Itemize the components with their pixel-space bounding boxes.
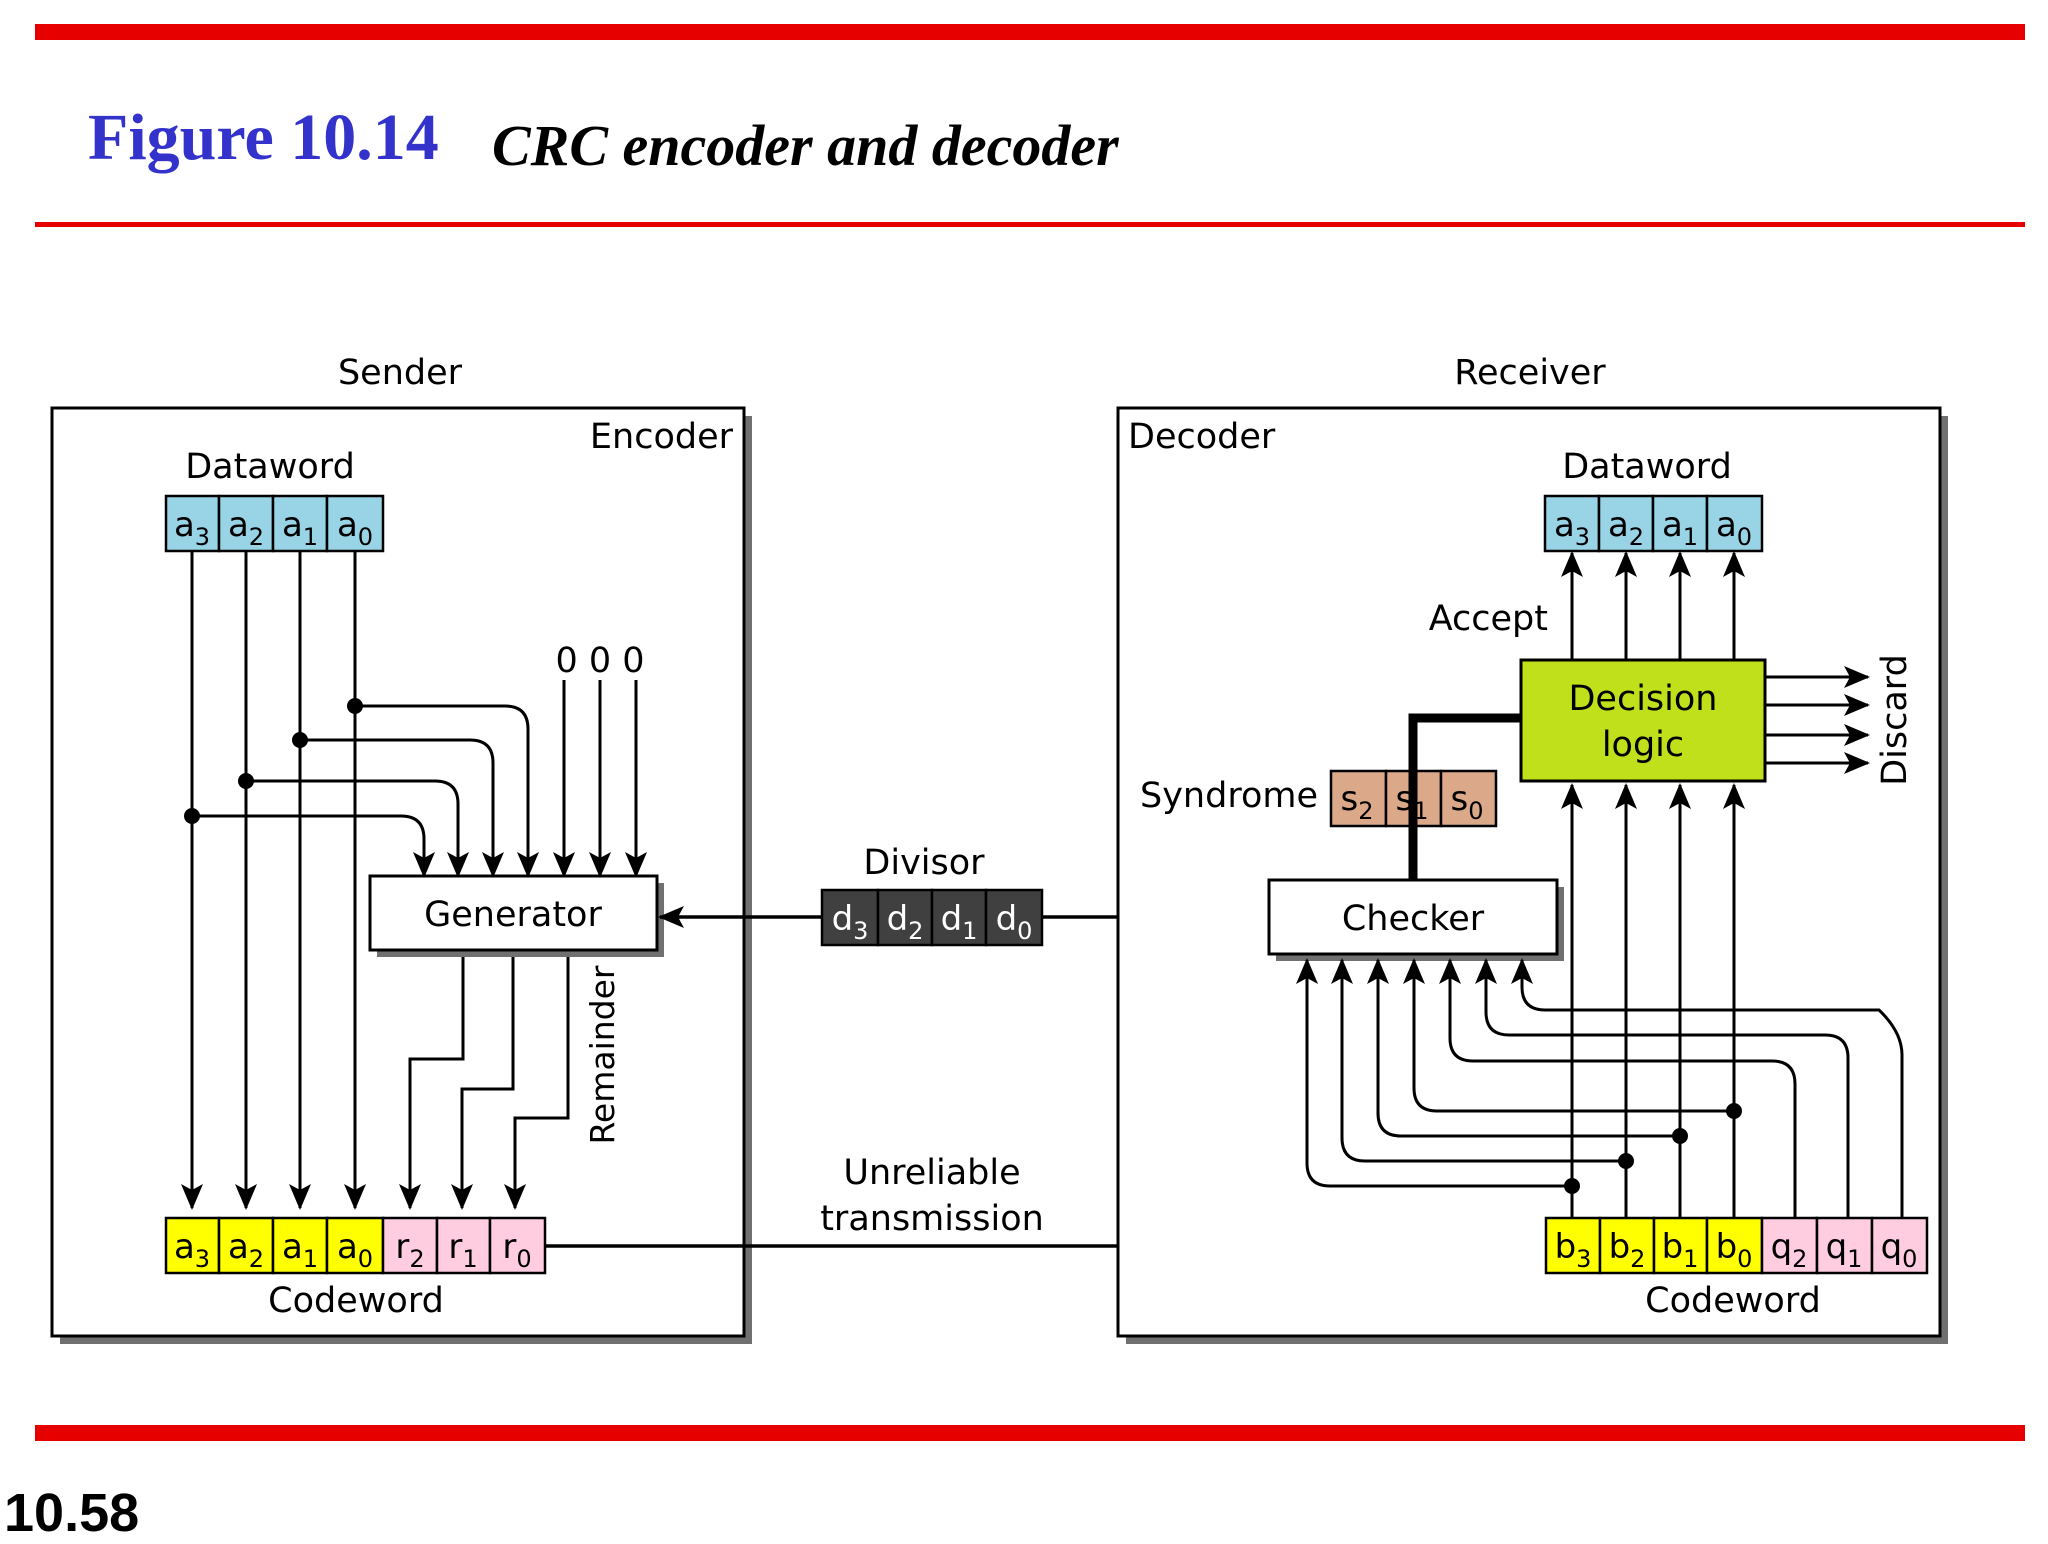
receiver-codeword-bit: q2 [1771,1227,1808,1273]
decoder-label: Decoder [1128,417,1276,457]
sender-dataword-cell [217,494,275,553]
syndrome-bit: s0 [1451,779,1484,825]
sender-codeword-bit: r0 [502,1227,531,1273]
decision-logic-box [1519,658,1767,783]
zero-inputs-label: 0 0 0 [555,641,644,681]
receiver-codeword-cell [1598,1216,1656,1275]
generator-box [368,874,664,957]
generator-label: Generator [424,895,602,935]
divisor-register [820,888,1044,947]
divisor-cell [876,888,934,947]
decision-logic-line1: Decision [1568,679,1717,719]
receiver-dataword-bit: a2 [1608,505,1644,551]
divisor-bit: d2 [887,899,924,945]
sender-codeword-cell [325,1216,385,1275]
receiver-dataword-bit: a0 [1716,505,1752,551]
sender-data-lines [181,551,366,1210]
checker-label: Checker [1342,899,1485,939]
syndrome-bit: s2 [1341,779,1374,825]
sender-dataword [164,494,385,553]
sender-codeword-cell [217,1216,275,1275]
sender-codeword-bit: a1 [282,1227,318,1273]
channel-label-line1: Unreliable [843,1153,1020,1193]
sender-dataword-label: Dataword [185,447,355,487]
codeword-to-decision-lines [1561,783,1745,1218]
sender-label: Sender [338,353,463,393]
generator-inputs [192,680,647,878]
page-number: 10.58 [4,1483,140,1543]
receiver-label: Receiver [1454,353,1606,393]
decoder-box [1116,406,1948,1344]
sender-codeword-bit: a3 [174,1227,210,1273]
divisor-bit: d0 [996,899,1033,945]
codeword-to-checker-lines [1296,958,1904,1218]
syndrome-cell [1439,769,1498,828]
sender-dataword-bit: a2 [228,505,264,551]
accept-arrows [1561,551,1745,660]
checker-box [1267,878,1564,961]
divisor-bit: d3 [832,899,869,945]
remainder-lines [399,957,570,1210]
divisor-label: Divisor [863,843,985,883]
sender-codeword-cell [435,1216,492,1275]
receiver-codeword-cell [1870,1216,1929,1275]
sender-codeword-bit: a2 [228,1227,264,1273]
figure-caption: CRC encoder and decoder [492,113,1119,178]
figure-number: Figure 10.14 [88,101,439,174]
receiver-dataword-bit: a3 [1554,505,1590,551]
receiver-codeword-cell [1760,1216,1819,1275]
discard-label: Discard [1875,654,1915,786]
bottom-rule [35,1425,2025,1441]
title-underline-rule [35,222,2025,227]
receiver-dataword-label: Dataword [1562,447,1732,487]
receiver-codeword-cell [1815,1216,1874,1275]
divisor-cell [930,888,988,947]
syndrome-bus [1408,713,1521,879]
divisor-bit: d1 [941,899,978,945]
encoder-label: Encoder [590,417,734,457]
decision-logic-line2: logic [1602,725,1684,765]
sender-dataword-bit: a1 [282,505,318,551]
top-rule [35,24,2025,40]
sender-codeword-cell [381,1216,439,1275]
sender-dataword-bit: a0 [337,505,373,551]
receiver-codeword-bit: b1 [1662,1227,1699,1273]
discard-arrows [1765,666,1870,774]
channel-label-line2: transmission [820,1199,1044,1239]
receiver-junction-dots [1564,1103,1742,1194]
sender-codeword [164,1216,547,1275]
sender-dataword-cell [271,494,329,553]
receiver-codeword-bit: q0 [1881,1227,1918,1273]
sender-dataword-bit: a3 [174,505,210,551]
receiver-codeword-label: Codeword [1645,1281,1821,1321]
divisor-cell [820,888,880,947]
sender-codeword-bit: r2 [395,1227,424,1273]
receiver-codeword [1544,1216,1929,1275]
accept-label: Accept [1429,599,1548,639]
remainder-label: Remainder [583,965,622,1144]
receiver-codeword-cell [1652,1216,1709,1275]
receiver-codeword-bit: b3 [1555,1227,1592,1273]
syndrome-label: Syndrome [1140,776,1318,816]
sender-codeword-label: Codeword [268,1281,444,1321]
sender-junction-dots [184,698,363,824]
sender-codeword-cell [164,1216,221,1275]
sender-codeword-bit: a0 [337,1227,373,1273]
receiver-codeword-bit: b2 [1609,1227,1646,1273]
receiver-codeword-bit: b0 [1716,1227,1753,1273]
receiver-dataword-bit: a1 [1662,505,1698,551]
receiver-dataword-cell [1705,494,1764,553]
receiver-codeword-bit: q1 [1826,1227,1863,1273]
sender-codeword-bit: r1 [448,1227,477,1273]
